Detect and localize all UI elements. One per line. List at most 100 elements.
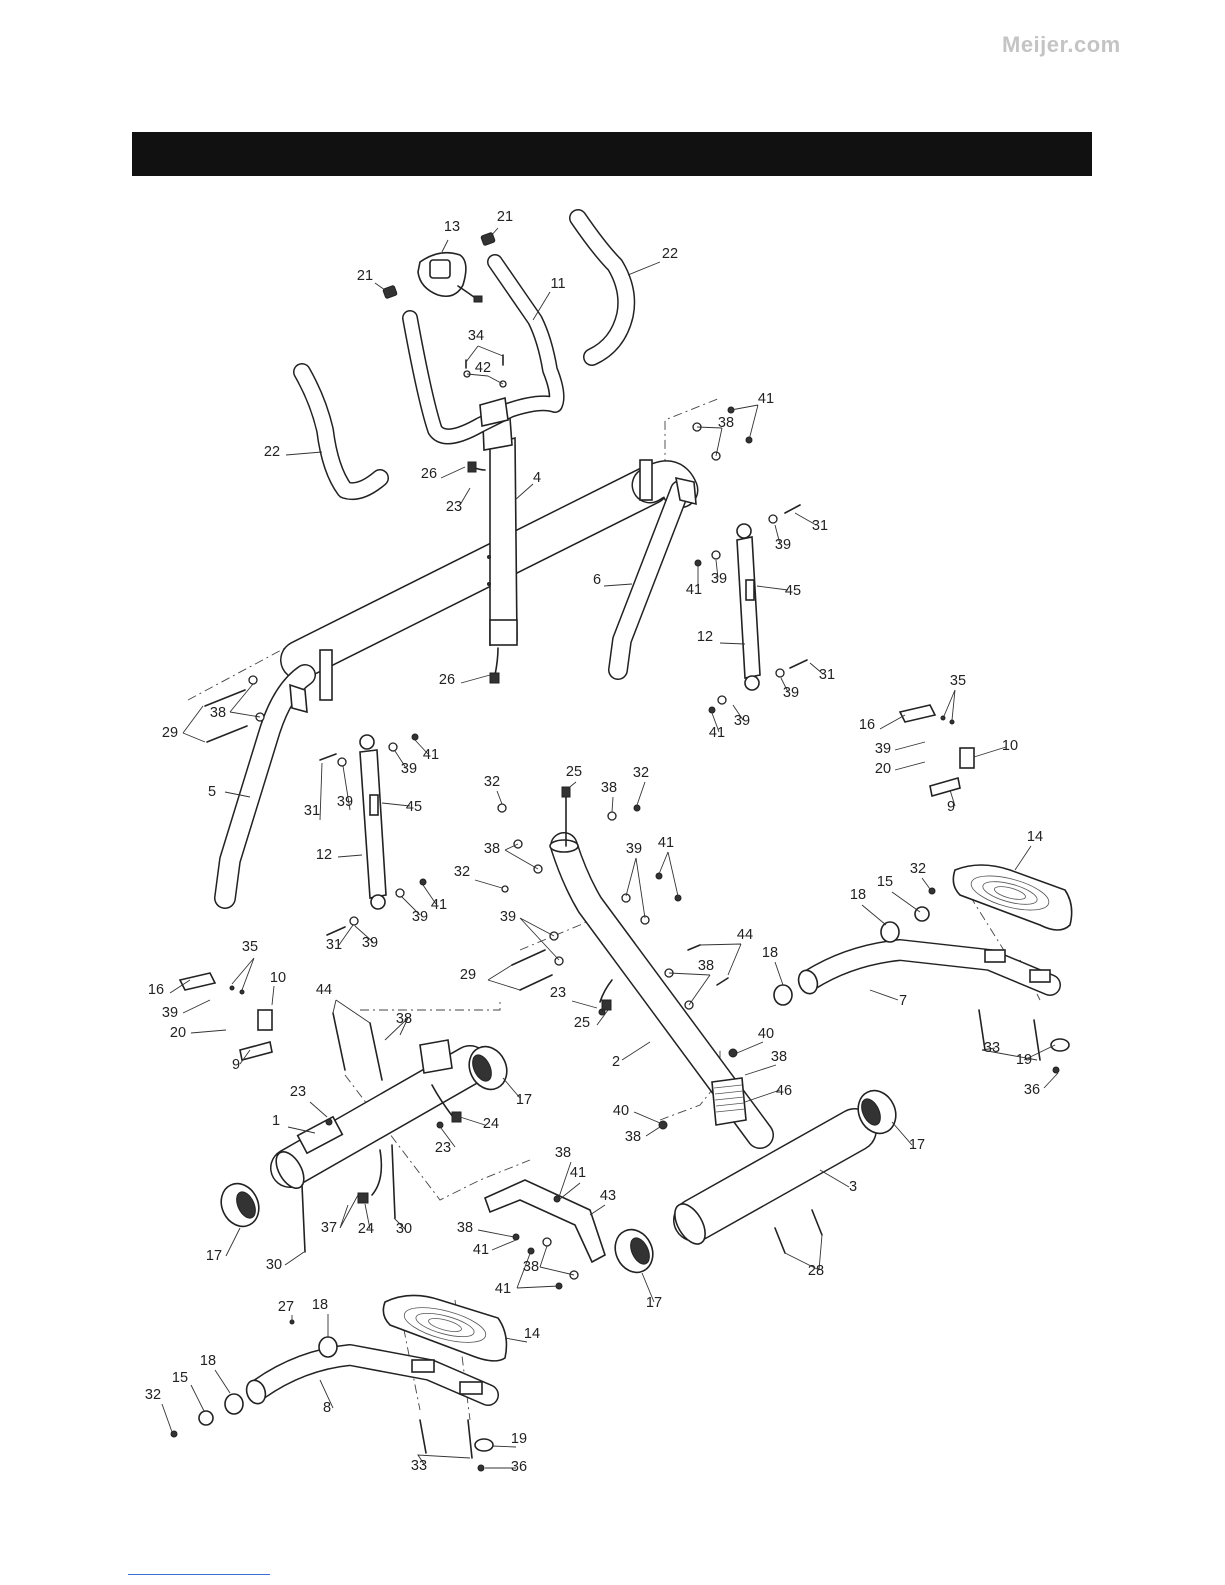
part-label-29: 29 — [162, 725, 178, 741]
part-label-15: 15 — [877, 874, 893, 890]
part-label-24: 24 — [483, 1116, 499, 1132]
part-label-24: 24 — [358, 1221, 374, 1237]
frame-bracket — [483, 1179, 606, 1264]
part-label-39: 39 — [401, 761, 417, 777]
part-label-41: 41 — [658, 835, 674, 851]
handle-grips — [293, 209, 636, 501]
part-label-22: 22 — [662, 246, 678, 262]
part-label-40: 40 — [758, 1026, 774, 1042]
part-label-7: 7 — [899, 993, 907, 1009]
part-label-14: 14 — [524, 1326, 540, 1342]
part-label-25: 25 — [574, 1015, 590, 1031]
part-label-31: 31 — [819, 667, 835, 683]
meijer-watermark: Meijer.com — [1002, 32, 1121, 57]
part-label-15: 15 — [172, 1370, 188, 1386]
part-label-41: 41 — [709, 725, 725, 741]
part-label-11: 11 — [550, 276, 565, 292]
part-label-25: 25 — [566, 764, 582, 780]
part-label-18: 18 — [762, 945, 778, 961]
part-label-41: 41 — [423, 747, 439, 763]
part-label-37: 37 — [321, 1220, 337, 1236]
part-label-35: 35 — [242, 939, 258, 955]
part-label-3: 3 — [849, 1179, 857, 1195]
part-label-43: 43 — [600, 1188, 616, 1204]
section-title-bar — [132, 132, 1092, 176]
wiring — [357, 461, 613, 1204]
part-label-34: 34 — [468, 328, 484, 344]
part-label-39: 39 — [783, 685, 799, 701]
part-label-41: 41 — [473, 1242, 489, 1258]
part-label-36: 36 — [1024, 1082, 1040, 1098]
part-label-41: 41 — [758, 391, 774, 407]
part-label-38: 38 — [718, 415, 734, 431]
right-rear-leg — [608, 459, 697, 680]
part-label-39: 39 — [500, 909, 516, 925]
footer-link-underline — [128, 1574, 270, 1575]
assembly-centerlines — [187, 397, 1041, 1421]
part-label-38: 38 — [698, 958, 714, 974]
part-label-39: 39 — [362, 935, 378, 951]
part-label-20: 20 — [170, 1025, 186, 1041]
part-label-6: 6 — [593, 572, 601, 588]
part-label-17: 17 — [516, 1092, 532, 1108]
console — [417, 251, 483, 303]
front-stabilizer — [673, 1108, 877, 1245]
part-label-40: 40 — [613, 1103, 629, 1119]
handlebar — [402, 254, 565, 445]
part-label-41: 41 — [495, 1281, 511, 1297]
right-pedal — [952, 864, 1073, 931]
part-label-30: 30 — [396, 1221, 412, 1237]
part-label-38: 38 — [601, 780, 617, 796]
part-label-12: 12 — [697, 629, 713, 645]
part-label-23: 23 — [550, 985, 566, 1001]
pivot-brackets — [178, 704, 975, 1061]
part-label-45: 45 — [406, 799, 422, 815]
part-label-38: 38 — [523, 1259, 539, 1275]
part-label-18: 18 — [200, 1353, 216, 1369]
part-label-38: 38 — [555, 1145, 571, 1161]
part-label-39: 39 — [734, 713, 750, 729]
front-upright-tube — [549, 832, 774, 1149]
resistance-shock-right — [736, 523, 761, 691]
part-label-38: 38 — [210, 705, 226, 721]
part-label-41: 41 — [570, 1165, 586, 1181]
part-label-41: 41 — [431, 897, 447, 913]
left-pedal-arm — [245, 1344, 499, 1406]
part-label-38: 38 — [396, 1011, 412, 1027]
part-label-5: 5 — [208, 784, 216, 800]
part-label-44: 44 — [316, 982, 332, 998]
part-label-38: 38 — [625, 1129, 641, 1145]
part-label-32: 32 — [633, 765, 649, 781]
part-label-32: 32 — [910, 861, 926, 877]
part-label-16: 16 — [148, 982, 164, 998]
resistance-shock-left — [359, 734, 387, 910]
part-label-19: 19 — [1016, 1052, 1032, 1068]
part-label-17: 17 — [646, 1295, 662, 1311]
part-label-38: 38 — [771, 1049, 787, 1065]
part-label-9: 9 — [947, 799, 955, 815]
part-label-39: 39 — [162, 1005, 178, 1021]
part-label-28: 28 — [808, 1263, 824, 1279]
wheels — [220, 1045, 897, 1274]
part-label-21: 21 — [497, 209, 513, 225]
part-label-21: 21 — [357, 268, 373, 284]
part-label-32: 32 — [145, 1387, 161, 1403]
part-label-42: 42 — [475, 360, 491, 376]
part-label-20: 20 — [875, 761, 891, 777]
left-rear-leg — [214, 649, 333, 909]
part-label-22: 22 — [264, 444, 280, 460]
part-label-32: 32 — [454, 864, 470, 880]
part-label-39: 39 — [775, 537, 791, 553]
part-label-26: 26 — [439, 672, 455, 688]
part-label-18: 18 — [850, 887, 866, 903]
part-label-39: 39 — [711, 571, 727, 587]
part-label-36: 36 — [511, 1459, 527, 1475]
part-label-10: 10 — [270, 970, 286, 986]
part-label-4: 4 — [533, 470, 541, 486]
part-label-31: 31 — [304, 803, 320, 819]
part-label-31: 31 — [326, 937, 342, 953]
part-label-32: 32 — [484, 774, 500, 790]
part-label-23: 23 — [290, 1084, 306, 1100]
part-label-13: 13 — [444, 219, 460, 235]
